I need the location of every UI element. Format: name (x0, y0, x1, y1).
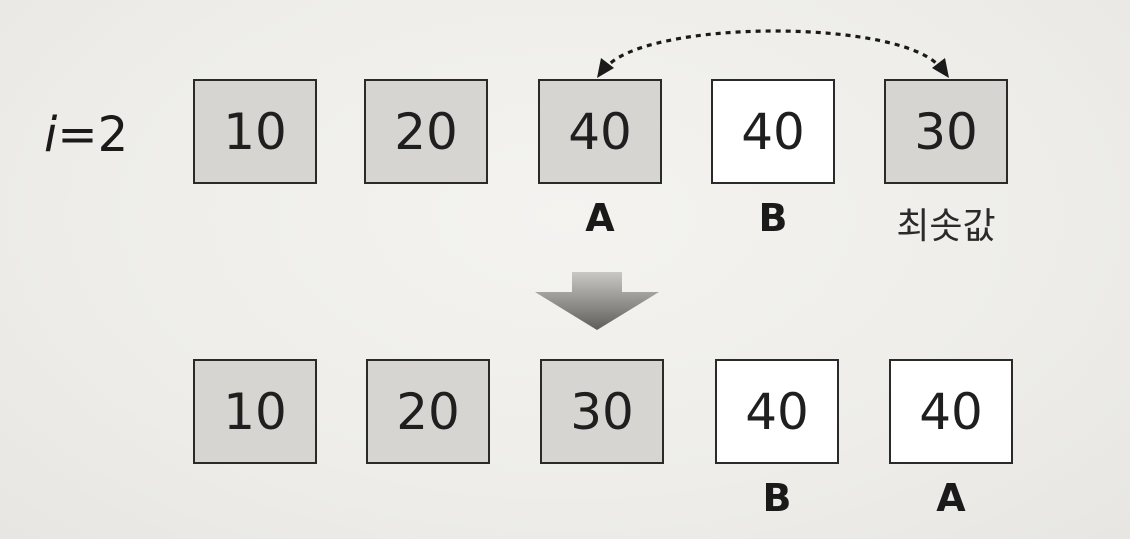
iteration-label: i=2 (44, 100, 128, 170)
before-cell-1-value: 20 (394, 102, 458, 161)
swap-arc (602, 29, 944, 71)
after-label-b: B (762, 476, 792, 520)
after-cell-1: 20 (366, 359, 490, 464)
iteration-variable: i (44, 107, 58, 163)
before-cell-3-value: 40 (741, 102, 805, 161)
after-cell-4-value: 40 (919, 382, 983, 441)
after-cell-4: 40 (889, 359, 1013, 464)
before-cell-3: 40 (711, 79, 835, 184)
after-cell-0: 10 (193, 359, 317, 464)
after-cell-3-value: 40 (745, 382, 809, 441)
before-cell-4: 30 (884, 79, 1008, 184)
after-label-a: A (936, 476, 966, 520)
down-arrow (535, 272, 659, 330)
after-cell-3: 40 (715, 359, 839, 464)
swap-arrowhead-left (597, 58, 614, 78)
before-cell-2: 40 (538, 79, 662, 184)
before-label-min: 최솟값 (896, 206, 996, 247)
before-cell-1: 20 (364, 79, 488, 184)
swap-arrowhead-right (932, 58, 949, 78)
before-label-a: A (585, 196, 615, 240)
before-cell-2-value: 40 (568, 102, 632, 161)
iteration-value: =2 (57, 107, 129, 163)
before-label-b: B (758, 196, 788, 240)
after-cell-2: 30 (540, 359, 664, 464)
after-cell-2-value: 30 (570, 382, 634, 441)
after-cell-1-value: 20 (396, 382, 460, 441)
before-cell-0-value: 10 (223, 102, 287, 161)
before-cell-4-value: 30 (914, 102, 978, 161)
after-cell-0-value: 10 (223, 382, 287, 441)
before-cell-0: 10 (193, 79, 317, 184)
